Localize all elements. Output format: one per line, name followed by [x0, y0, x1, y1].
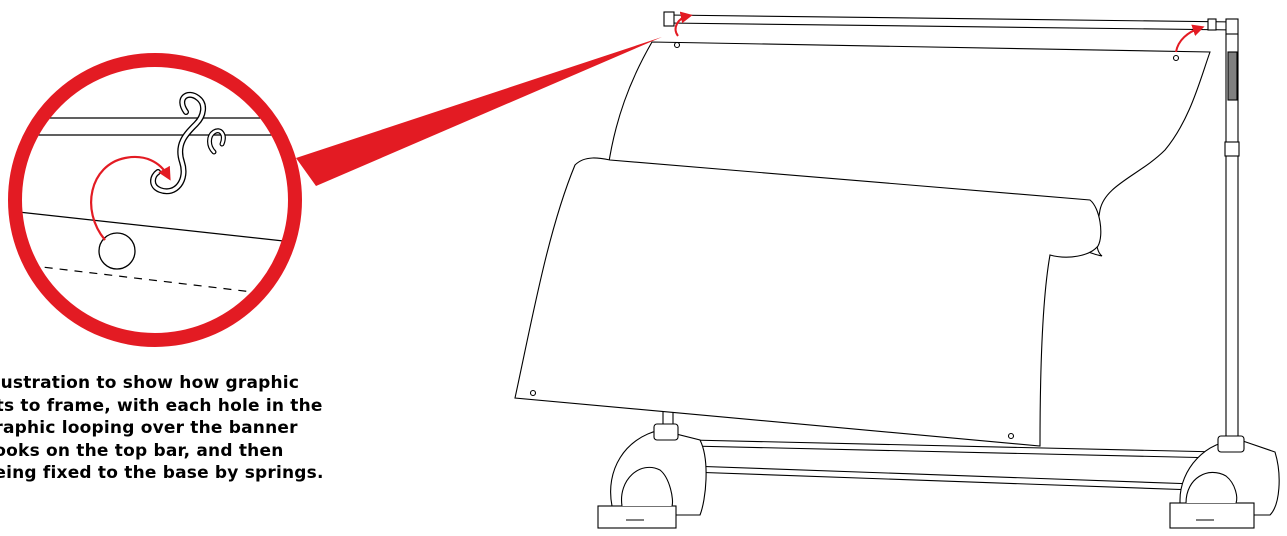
- right-foot: [1169, 435, 1280, 529]
- magnifier-callout: [8, 37, 662, 347]
- left-foot: [597, 423, 707, 529]
- illustration-caption: Illustration to show how graphic fits to…: [0, 372, 382, 485]
- base-rails: [689, 439, 1221, 491]
- hook-arrow-icon: [1175, 24, 1205, 53]
- caption-line: graphic looping over the banner: [0, 418, 298, 438]
- hook-arrow-icon: [674, 11, 693, 37]
- loop-arrow-icon: [90, 155, 171, 241]
- grommet-hole: [1172, 54, 1180, 62]
- top-bar: [663, 11, 1239, 35]
- pole-grip: [1227, 51, 1238, 101]
- banner-front-panel: [514, 157, 1102, 447]
- banner-stand: [514, 11, 1280, 529]
- grommet-hole: [1007, 432, 1015, 440]
- caption-line: Illustration to show how graphic: [0, 373, 300, 393]
- magnifier-ring: [8, 53, 302, 347]
- s-hook-icon: [150, 91, 206, 195]
- grommet-hole: [673, 41, 681, 49]
- magnified-detail: [15, 91, 295, 301]
- right-pole: [1224, 34, 1240, 440]
- caption-line: fits to frame, with each hole in the: [0, 395, 323, 416]
- callout-wedge: [296, 37, 662, 186]
- caption-line: hooks on the top bar, and then: [0, 440, 284, 461]
- grommet-hole: [529, 389, 537, 397]
- banner-hole: [98, 232, 136, 270]
- caption-line: being fixed to the base by springs.: [0, 463, 324, 483]
